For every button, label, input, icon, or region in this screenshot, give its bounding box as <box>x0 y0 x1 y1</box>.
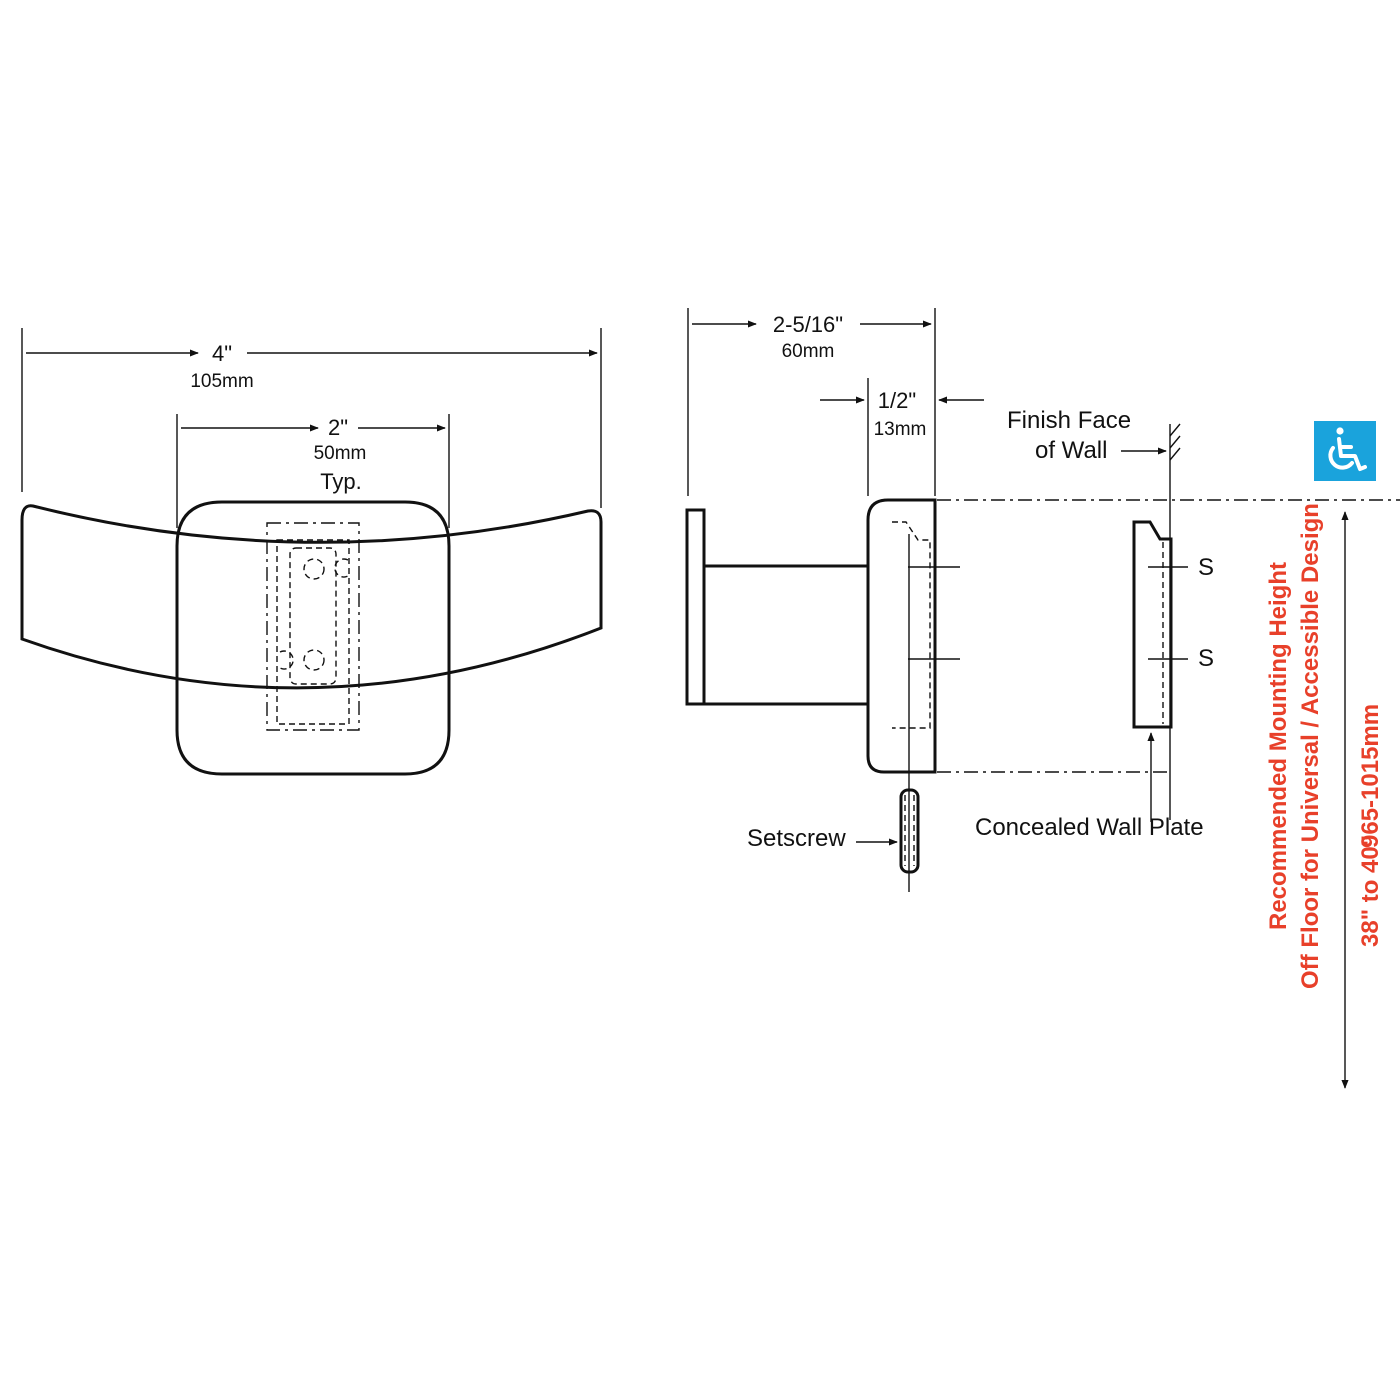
mounting-height-range-metric: 965-1015mm <box>1357 704 1384 848</box>
base-depth-metric: 13mm <box>874 419 927 440</box>
hook-spacing-note: Typ. <box>320 469 362 494</box>
front-setscrew-hole-left <box>279 650 294 670</box>
side-view: 2-5/16" 60mm 1/2" 13mm Setscrew <box>685 308 1400 892</box>
front-screw-hole-bottom <box>303 649 325 671</box>
front-hook-bar <box>20 504 603 690</box>
mounting-height-line2: Off Floor for Universal / Accessible Des… <box>1297 503 1324 989</box>
overall-width-metric: 105mm <box>190 371 253 392</box>
front-setscrew-hole-right <box>334 558 349 578</box>
wall-plate-label: Concealed Wall Plate <box>975 814 1204 841</box>
setscrew-body <box>899 788 920 874</box>
finish-face-label-line1: Finish Face <box>1007 407 1131 434</box>
side-base <box>866 498 937 774</box>
overall-width-imperial: 4" <box>212 341 232 366</box>
accessibility-badge <box>1314 421 1376 481</box>
front-base-plate <box>175 500 451 776</box>
front-screw-hole-top <box>303 558 325 580</box>
base-depth-imperial: 1/2" <box>878 388 916 413</box>
front-hidden-mount-inner <box>276 539 350 725</box>
mounting-height-range-imperial: 38" to 40" <box>1357 835 1384 947</box>
projection-imperial: 2-5/16" <box>773 312 843 337</box>
mounting-height-line1: Recommended Mounting Height <box>1265 562 1292 930</box>
front-hidden-slot <box>289 547 337 685</box>
wheelchair-icon <box>1328 427 1367 471</box>
screw-mark-2: S <box>1198 645 1214 672</box>
mounting-height: Recommended Mounting Height Off Floor fo… <box>1265 421 1384 1089</box>
side-base-hidden-plate <box>892 521 931 729</box>
setscrew-label: Setscrew <box>747 825 846 852</box>
wall-hatch-marks <box>1169 423 1181 461</box>
side-hook-tip <box>685 508 706 706</box>
hook-spacing-metric: 50mm <box>314 443 367 464</box>
screw-mark-1: S <box>1198 554 1214 581</box>
finish-face-label-line2: of Wall <box>1035 437 1107 464</box>
concealed-wall-plate <box>1132 520 1173 729</box>
hook-spacing-imperial: 2" <box>328 415 348 440</box>
front-view: 4" 105mm 2" 50mm Typ. <box>20 328 603 776</box>
front-hidden-mount <box>266 522 360 731</box>
projection-metric: 60mm <box>782 341 835 362</box>
